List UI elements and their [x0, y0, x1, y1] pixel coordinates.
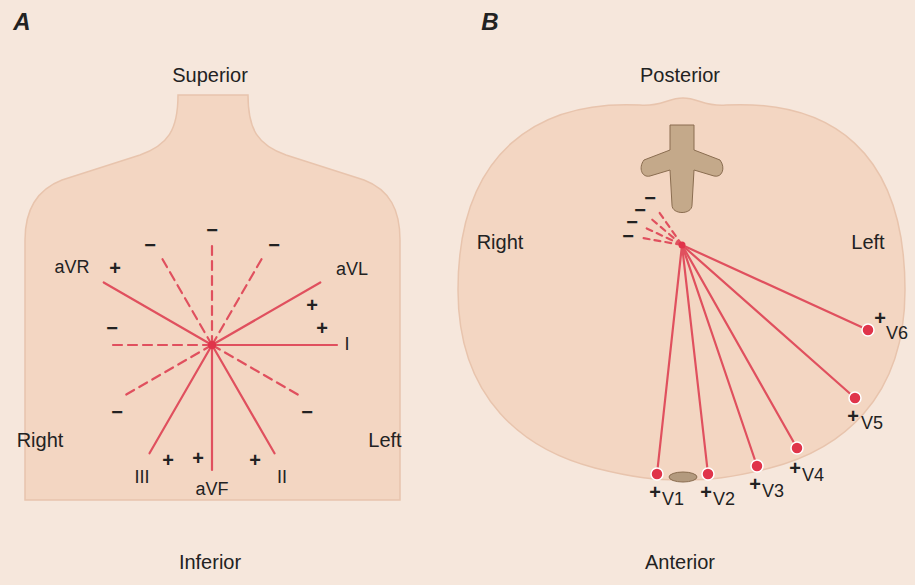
lead-label: III [134, 468, 149, 488]
lead-label: V6 [886, 324, 908, 344]
polarity-sign: − [144, 234, 156, 256]
panel-letter: B [481, 9, 498, 35]
polarity-sign: − [268, 234, 280, 256]
direction-label: Inferior [179, 551, 241, 573]
polarity-sign: + [109, 257, 121, 279]
polarity-sign: − [622, 225, 634, 247]
lead-label: aVL [336, 260, 368, 280]
direction-label: Right [477, 231, 524, 253]
lead-label: aVR [54, 258, 89, 278]
direction-label: Superior [172, 64, 248, 86]
polarity-sign: + [306, 294, 318, 316]
axis-center [208, 341, 216, 349]
lead-label: V2 [713, 490, 735, 510]
polarity-sign: + [874, 307, 886, 329]
chest-cross-section [458, 98, 905, 480]
polarity-sign: + [162, 449, 174, 471]
polarity-sign: + [789, 457, 801, 479]
polarity-sign: − [106, 317, 118, 339]
torso-outline [25, 95, 400, 500]
polarity-sign: + [700, 481, 712, 503]
lead-label: V3 [762, 482, 784, 502]
panel-letter: A [13, 9, 30, 35]
sternum [669, 472, 697, 482]
direction-label: Left [368, 429, 401, 451]
lead-label: V1 [662, 490, 684, 510]
lead-label: V4 [802, 466, 824, 486]
polarity-sign: − [206, 219, 218, 241]
electrode-dots [651, 324, 874, 480]
lead-label: V5 [861, 414, 883, 434]
direction-label: Left [851, 231, 884, 253]
lead-label: aVF [195, 480, 228, 500]
direction-label: Posterior [640, 64, 720, 86]
polarity-sign: + [649, 481, 661, 503]
vertebra [641, 125, 723, 213]
polarity-sign: + [192, 447, 204, 469]
direction-label: Right [17, 429, 64, 451]
lead-label: I [344, 335, 349, 355]
polarity-sign: − [301, 401, 313, 423]
direction-label: Anterior [645, 551, 715, 573]
polarity-sign: + [847, 405, 859, 427]
lead-label: II [277, 468, 287, 488]
polarity-sign: − [111, 401, 123, 423]
polarity-sign: + [749, 473, 761, 495]
polarity-sign: − [644, 187, 656, 209]
polarity-sign: + [249, 449, 261, 471]
frontal-lead-axes [104, 245, 337, 470]
axis-center [679, 242, 686, 249]
polarity-sign: + [316, 317, 328, 339]
precordial-lead-axes [643, 212, 868, 474]
